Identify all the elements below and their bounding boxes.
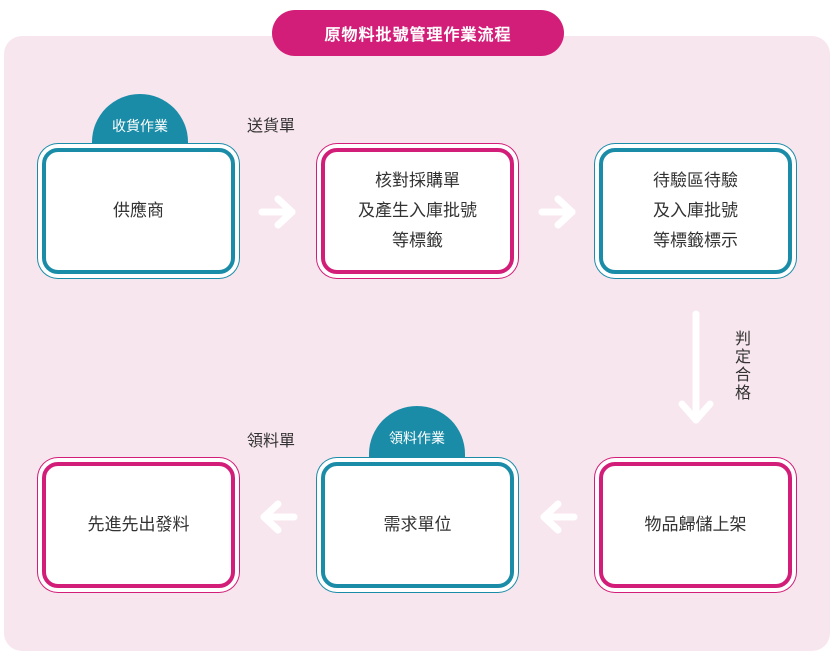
requisition-label: 領料單 (247, 431, 296, 450)
inspect-box: 待驗區待驗 及入庫批號 等標籤標示 (599, 148, 792, 274)
verify-line: 及產生入庫批號 (358, 201, 477, 221)
verify-line: 等標籤 (392, 231, 443, 251)
delivery-note-label: 送貨單 (247, 116, 296, 135)
diagram-title: 原物料批號管理作業流程 (272, 10, 564, 56)
demand-box: 需求單位 (321, 462, 514, 588)
verify-box: 核對採購單 及產生入庫批號 等標籤 (321, 148, 514, 274)
arrow-left-icon (540, 500, 578, 534)
supplier-line: 供應商 (113, 201, 164, 221)
verify-line: 核對採購單 (375, 171, 460, 191)
arrow-right-icon (538, 195, 576, 229)
fifo-box: 先進先出發料 (42, 462, 235, 588)
supplier-box: 供應商 (42, 148, 235, 274)
fifo-line: 先進先出發料 (87, 515, 190, 535)
qualified-label: 判定合格 (732, 330, 751, 402)
storage-box: 物品歸儲上架 (599, 462, 792, 588)
demand-line: 需求單位 (383, 515, 452, 535)
inspect-line: 待驗區待驗 (653, 171, 738, 191)
arrow-left-icon (260, 500, 298, 534)
storage-line: 物品歸儲上架 (644, 515, 747, 535)
arrow-down-icon (678, 310, 714, 424)
inspect-line: 及入庫批號 (653, 201, 738, 221)
inspect-line: 等標籤標示 (653, 231, 738, 251)
arrow-right-icon (258, 195, 296, 229)
